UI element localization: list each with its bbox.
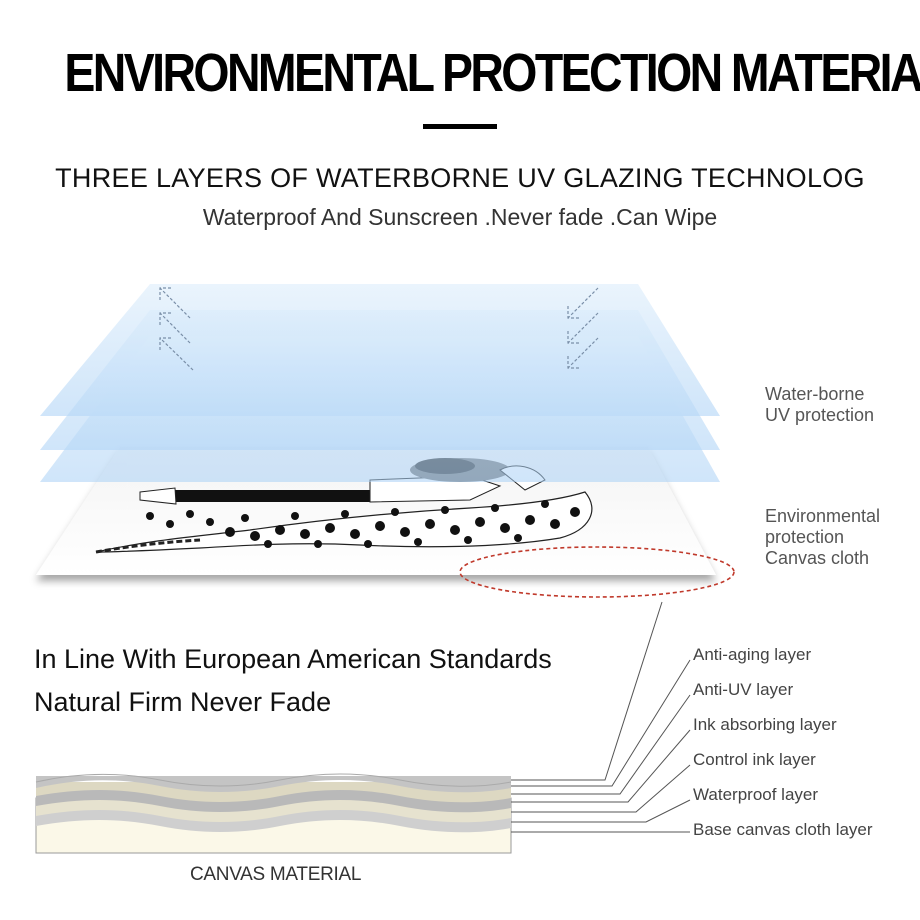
highlight-ring xyxy=(459,546,735,598)
subtitle: THREE LAYERS OF WATERBORNE UV GLAZING TE… xyxy=(55,163,865,193)
canvas-cross-section xyxy=(35,773,512,854)
uv-glazing-layers xyxy=(40,284,720,482)
standards-line-2: Natural Firm Never Fade xyxy=(34,687,332,717)
leader-lines xyxy=(511,601,691,833)
layer-label-waterproof: Waterproof layer xyxy=(693,785,819,804)
uv-protection-label: Water-borne UV protection xyxy=(765,384,875,425)
standards-line-1: In Line With European American Standards xyxy=(34,644,552,674)
title-underline xyxy=(423,124,497,129)
layer-label-anti-aging: Anti-aging layer xyxy=(693,645,812,664)
canvas-material-caption: CANVAS MATERIAL xyxy=(190,864,362,885)
layer-label-anti-uv: Anti-UV layer xyxy=(693,680,794,699)
layer-label-control-ink: Control ink layer xyxy=(693,750,816,769)
layer-label-ink-absorbing: Ink absorbing layer xyxy=(693,715,837,734)
tagline: Waterproof And Sunscreen .Never fade .Ca… xyxy=(202,204,718,230)
uv-arrows xyxy=(159,287,599,371)
page-title: ENVIRONMENTAL PROTECTION MATERIAL xyxy=(64,43,920,103)
canvas-cloth-label: Environmental protection Canvas cloth xyxy=(765,506,881,568)
layer-label-base-canvas: Base canvas cloth layer xyxy=(693,820,873,839)
leopard-spots xyxy=(146,500,580,548)
